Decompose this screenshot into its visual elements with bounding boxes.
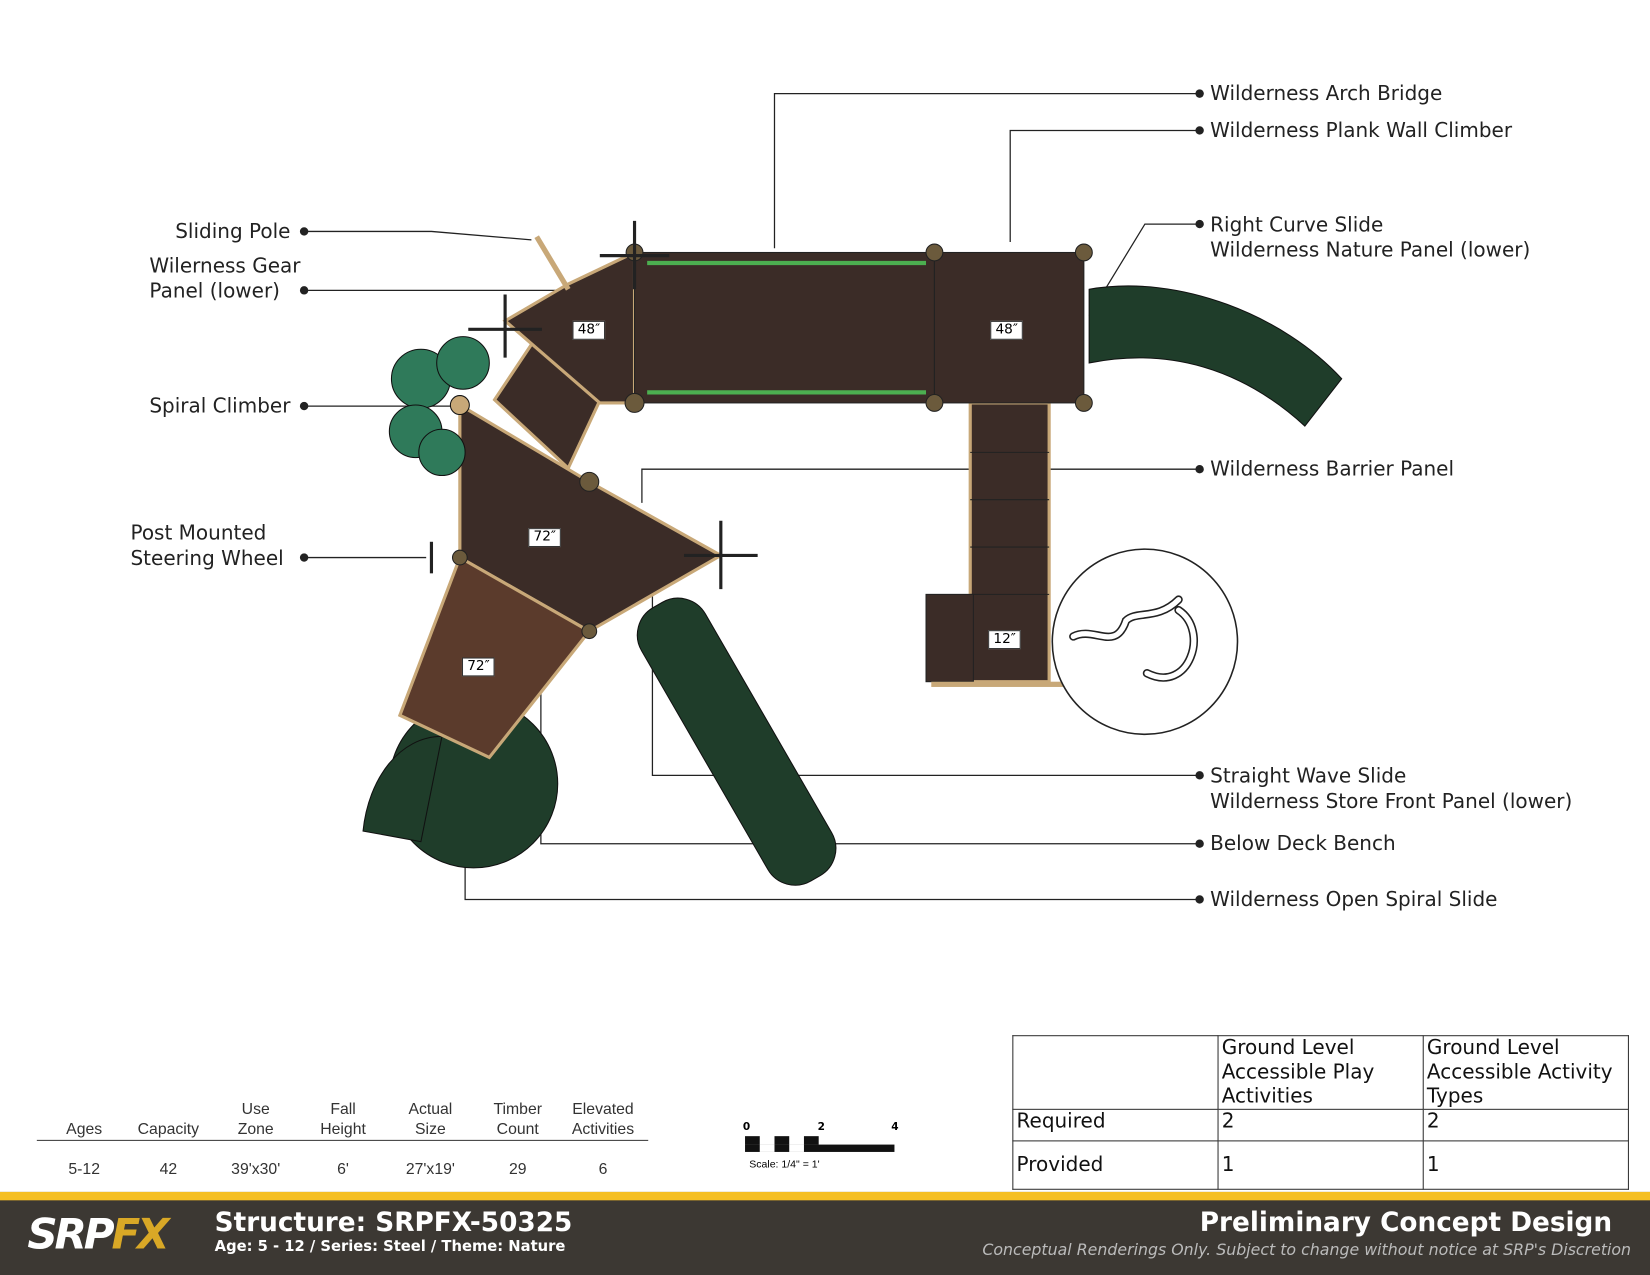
callout-bench: Below Deck Bench	[1210, 831, 1396, 856]
spec-header: Size	[415, 1120, 446, 1139]
callout-line: Post Mounted	[130, 521, 267, 545]
spiral-climber	[388, 336, 490, 477]
spec-header: Fall	[330, 1100, 356, 1119]
callout-line: Straight Wave Slide	[1210, 764, 1407, 788]
callout-line: Right Curve Slide	[1210, 213, 1384, 237]
spec-header: Count	[496, 1120, 539, 1139]
straight-wave-slide	[636, 597, 837, 886]
scale-tick: 2	[817, 1121, 825, 1134]
deck-height-label: 72″	[528, 528, 562, 548]
spec-header: Timber	[493, 1100, 543, 1119]
acc-header	[1012, 1035, 1219, 1110]
callout-line: Panel (lower)	[149, 279, 280, 303]
right-curve-slide	[1088, 285, 1343, 427]
acc-cell: 2	[1217, 1108, 1424, 1142]
callout-sliding-pole: Sliding Pole	[84, 219, 290, 244]
sliding-pole	[534, 235, 571, 291]
callout-line: Wilerness Gear	[149, 254, 301, 278]
deck-48-main	[634, 251, 935, 404]
steering-wheel-icons	[429, 220, 758, 590]
deck-height-label: 12″	[988, 630, 1022, 650]
spec-value: 5-12	[68, 1160, 100, 1179]
scale-tick: 0	[742, 1121, 751, 1134]
footer-bar: SRPFX Structure: SRPFX-50325 Age: 5 - 12…	[0, 1191, 1650, 1275]
spec-header: Actual	[408, 1100, 453, 1119]
callout-line: Spiral Climber	[149, 394, 291, 418]
spec-value: 42	[159, 1160, 178, 1179]
scale-label: Scale: 1/4" = 1'	[749, 1159, 820, 1171]
srpfx-logo: SRPFX	[27, 1210, 169, 1260]
spec-header: Zone	[237, 1120, 274, 1139]
spec-value: 39'x30'	[231, 1160, 281, 1179]
callout-line: Wilderness Plank Wall Climber	[1210, 118, 1513, 143]
callout-spiral-slide: Wilderness Open Spiral Slide	[1210, 887, 1497, 912]
acc-cell: Required	[1012, 1108, 1219, 1142]
callout-arch-bridge: Wilderness Arch Bridge	[1210, 81, 1442, 106]
callout-line: Wilderness Open Spiral Slide	[1210, 887, 1498, 912]
deck-height-label: 48″	[572, 320, 606, 340]
spec-header: Use	[241, 1100, 270, 1119]
structure-id: Structure: SRPFX-50325	[214, 1206, 573, 1238]
acc-cell: 1	[1217, 1140, 1424, 1190]
scale-tick: 4	[891, 1121, 899, 1134]
sheet-title: Preliminary Concept Design	[1199, 1206, 1613, 1238]
callout-line: Wilderness Nature Panel (lower)	[1210, 238, 1531, 262]
disclaimer: Conceptual Renderings Only. Subject to c…	[982, 1240, 1632, 1260]
acc-header: Ground Level Accessible Play Activities	[1217, 1035, 1424, 1110]
acc-cell: 1	[1422, 1140, 1629, 1190]
deck-height-label: 48″	[990, 320, 1024, 340]
callout-line: Wilderness Barrier Panel	[1210, 457, 1455, 481]
spec-header	[121, 1099, 216, 1119]
spec-header: Height	[320, 1120, 366, 1139]
callout-plank-wall: Wilderness Plank Wall Climber	[1210, 118, 1512, 143]
deck-72-upper	[458, 402, 725, 634]
spec-value: 6'	[337, 1160, 349, 1179]
spec-value: 27'x19'	[405, 1160, 455, 1179]
callout-barrier-panel: Wilderness Barrier Panel	[1210, 457, 1454, 482]
spec-value: 6	[598, 1160, 608, 1179]
callout-line: Below Deck Bench	[1210, 832, 1396, 856]
deck-height-label: 72″	[461, 657, 496, 677]
callout-line: Sliding Pole	[175, 219, 291, 244]
spec-header: Elevated	[572, 1100, 634, 1119]
acc-cell: Provided	[1012, 1140, 1219, 1190]
spec-header: Activities	[571, 1120, 635, 1139]
scale-bar	[745, 1136, 895, 1152]
spec-header	[37, 1099, 132, 1119]
accessibility-zone	[1051, 548, 1239, 736]
callout-line: Steering Wheel	[130, 547, 284, 571]
spec-value: 29	[508, 1160, 527, 1179]
acc-cell: 2	[1422, 1108, 1629, 1142]
structure-subtitle: Age: 5 - 12 / Series: Steel / Theme: Nat…	[214, 1238, 566, 1256]
callout-line: Wilderness Store Front Panel (lower)	[1210, 790, 1573, 814]
acc-header: Ground Level Accessible Activity Types	[1422, 1035, 1629, 1110]
below-deck-bench	[925, 593, 974, 683]
callout-spiral-climber: Spiral Climber	[84, 393, 290, 418]
spec-header: Ages	[66, 1120, 103, 1139]
callout-line: Wilderness Arch Bridge	[1210, 82, 1443, 106]
spec-header: Capacity	[137, 1120, 200, 1139]
